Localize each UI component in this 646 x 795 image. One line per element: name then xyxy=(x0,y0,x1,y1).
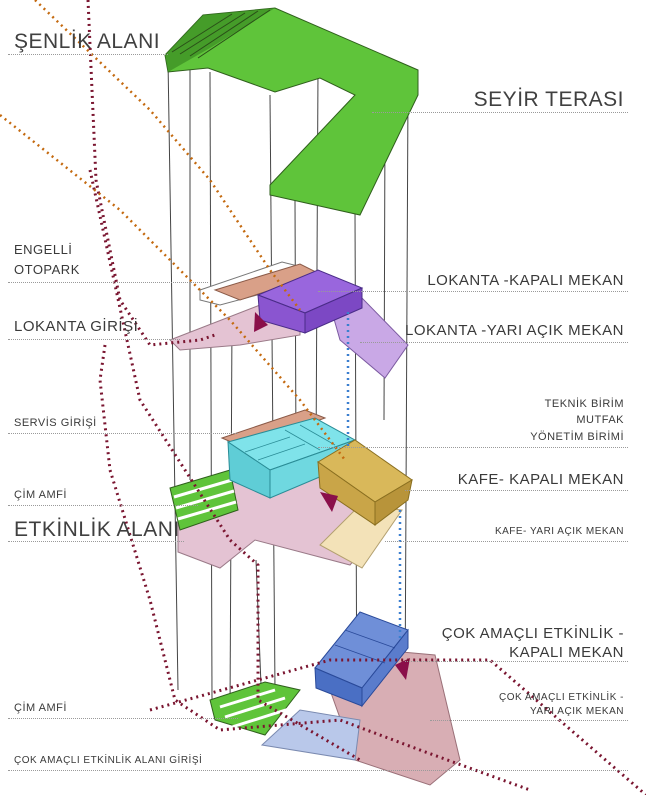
label-lokanta-kapali: LOKANTA -KAPALI MEKAN xyxy=(427,272,624,289)
leader-seyir-terasi xyxy=(372,112,628,113)
orange-path-1 xyxy=(0,114,346,461)
label-mutfak: MUTFAK xyxy=(576,414,624,426)
label-cok-amacli-yari-acik-2: YARI AÇIK MEKAN xyxy=(529,706,624,717)
maroon-path-1 xyxy=(86,0,216,347)
kafe-kapali-gold-side xyxy=(374,478,413,527)
leader-servis-girisi xyxy=(8,433,238,434)
leader-cok-amacli-yari-acik xyxy=(430,720,628,721)
label-servis-girisi: SERVİS GİRİŞİ xyxy=(14,417,97,429)
leader-teknik-birim xyxy=(318,447,628,448)
lokanta-kapali-box-side xyxy=(304,287,363,334)
leader-cok-amacli-girisi xyxy=(8,770,628,771)
label-yonetim-birimi: YÖNETİM BİRİMİ xyxy=(530,431,624,443)
cok-amacli-blue-light-slab xyxy=(260,709,361,761)
leader-etkinlik-alani xyxy=(8,541,184,542)
label-etkinlik-alani: ETKİNLİK ALANI xyxy=(14,518,180,541)
top-terrace-level xyxy=(164,7,419,216)
label-seyir-terasi: SEYİR TERASI xyxy=(473,88,624,111)
cok-amacli-level xyxy=(209,611,461,786)
leader-kafe-kapali xyxy=(405,490,628,491)
senlik-seyir-green-slab xyxy=(164,7,419,216)
label-cok-amacli-girisi: ÇOK AMAÇLI ETKİNLİK ALANI GİRİŞİ xyxy=(14,755,203,766)
lokanta-girisi-arrow xyxy=(254,312,268,332)
leader-kafe-yari-acik xyxy=(385,541,628,542)
label-senlik-alani: ŞENLİK ALANI xyxy=(14,30,161,53)
label-lokanta-yari-acik: LOKANTA -YARI AÇIK MEKAN xyxy=(405,322,624,339)
label-kafe-kapali: KAFE- KAPALI MEKAN xyxy=(457,471,624,488)
leader-lokanta-yari-acik xyxy=(360,342,628,343)
label-engelli: ENGELLİ xyxy=(14,242,73,257)
leader-lokanta-kapali xyxy=(318,291,628,292)
label-teknik-birim: TEKNİK BİRİM xyxy=(544,398,624,410)
leader-cim-amfi-top xyxy=(8,505,198,506)
kafe-yari-acik-slab xyxy=(319,504,403,569)
kafe-girisi-arrow xyxy=(320,492,338,512)
label-kafe-yari-acik: KAFE- YARI AÇIK MEKAN xyxy=(494,526,624,537)
leader-lokanta-girisi xyxy=(8,339,180,340)
label-cim-amfi-top: ÇİM AMFİ xyxy=(14,489,67,501)
cok-amacli-kapali-side xyxy=(361,628,409,708)
label-cim-amfi-bottom: ÇİM AMFİ xyxy=(14,702,67,714)
kafe-level xyxy=(169,409,413,569)
cok-amacli-girisi-arrow xyxy=(395,658,410,680)
label-cok-amacli-kapali-1: ÇOK AMAÇLI ETKİNLİK - xyxy=(441,625,624,642)
lokanta-level xyxy=(169,261,409,379)
maroon-path-3 xyxy=(88,169,361,762)
leader-engelli-otopark xyxy=(8,282,208,283)
senlik-dark-corner xyxy=(165,8,275,72)
leader-senlik-alani xyxy=(8,54,168,55)
leader-cok-amacli-kapali xyxy=(405,661,628,662)
label-otopark: OTOPARK xyxy=(14,262,80,277)
label-cok-amacli-yari-acik-1: ÇOK AMAÇLI ETKİNLİK - xyxy=(499,692,624,703)
leader-cim-amfi-bottom xyxy=(8,718,238,719)
label-lokanta-girisi: LOKANTA GİRİŞİ xyxy=(14,318,139,335)
label-cok-amacli-kapali-2: KAPALI MEKAN xyxy=(509,644,624,661)
